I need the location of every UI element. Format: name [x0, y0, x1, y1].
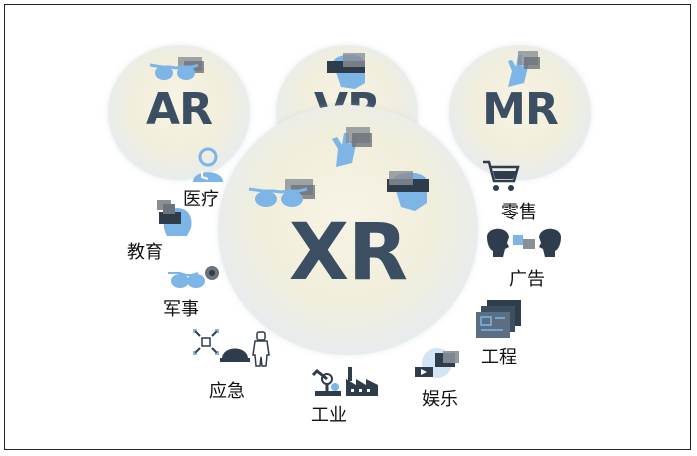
advertising-heads-icon	[487, 228, 561, 257]
category-military: 军事	[163, 299, 199, 320]
category-engineering: 工程	[481, 347, 517, 368]
figure-frame: AR VR MR XR 医疗	[4, 4, 691, 450]
xr-headset-icon	[387, 171, 429, 211]
category-advertising: 广告	[509, 269, 545, 290]
drone-icon	[193, 329, 219, 355]
media-player-icon	[415, 348, 459, 378]
doctor-icon	[193, 147, 223, 182]
xr-hand-icon	[332, 127, 372, 167]
ar-label: AR	[146, 84, 213, 135]
category-education: 教育	[127, 242, 163, 263]
category-retail: 零售	[501, 202, 537, 223]
military-goggles-icon	[168, 266, 219, 288]
hazmat-suit-icon	[252, 331, 270, 367]
category-entertainment: 娱乐	[422, 389, 458, 410]
xr-glasses-icon	[248, 179, 315, 207]
helmet-icon	[220, 348, 250, 362]
factory-icon	[346, 367, 378, 396]
xr-label: XR	[288, 208, 408, 298]
category-medical: 医疗	[183, 189, 219, 210]
category-industry: 工业	[311, 405, 347, 426]
category-emergency: 应急	[209, 381, 245, 402]
vr-headset-icon	[327, 53, 365, 89]
blueprint-icon	[476, 300, 521, 338]
mr-label: MR	[482, 84, 559, 135]
ar-glasses-icon	[149, 57, 204, 80]
robot-arm-icon	[311, 368, 341, 396]
student-vr-icon	[157, 200, 192, 236]
mr-hand-icon	[508, 51, 540, 87]
shopping-cart-icon	[483, 160, 520, 191]
